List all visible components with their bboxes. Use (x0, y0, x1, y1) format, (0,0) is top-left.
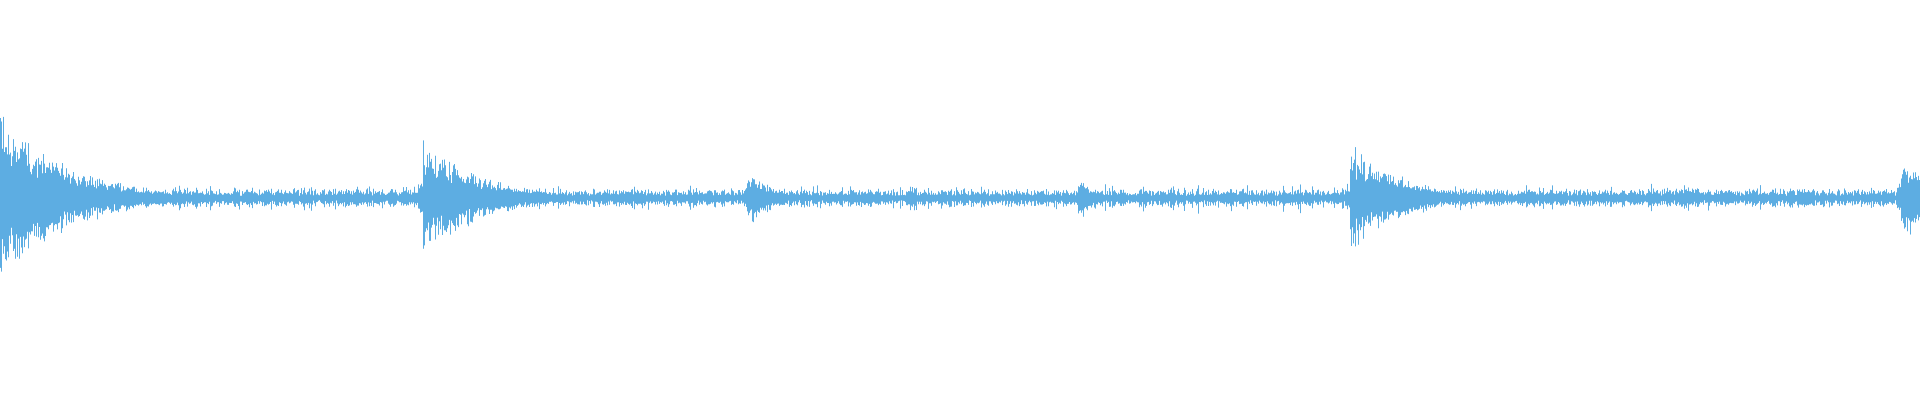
waveform-path (0, 116, 1920, 272)
waveform-bars (0, 116, 1920, 272)
